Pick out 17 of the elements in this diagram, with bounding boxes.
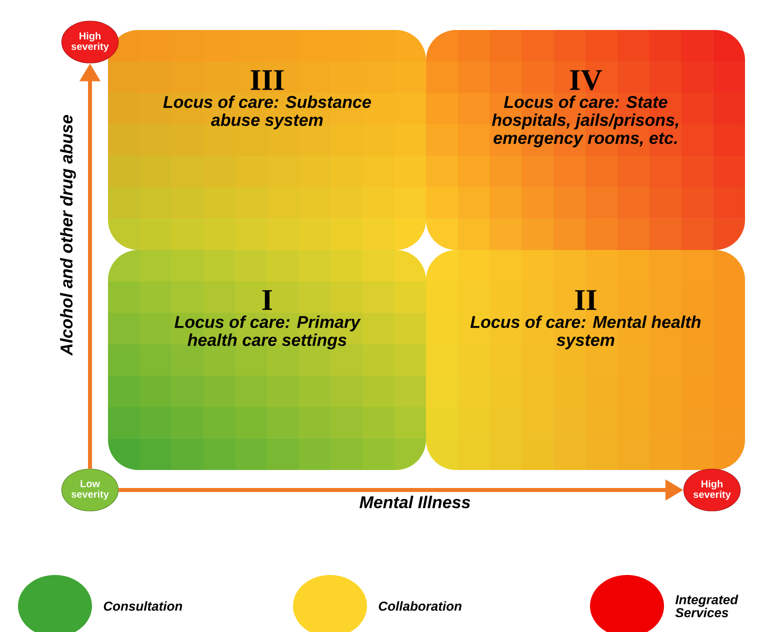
quadrant-box: II Locus of care: Mental health system [426,250,745,470]
quadrant-box: IV Locus of care: State hospitals, jails/prisons, emergency rooms, etc. [426,30,745,250]
legend-label: Integrated Services [675,594,738,618]
quadrant-box: I Locus of care: Primary health care settings [108,250,426,470]
edge-label: Mental Illness [360,496,470,508]
quadrant-box: III Locus of care: Substance abuse system [108,30,426,250]
legend-label: Collaboration [378,601,462,611]
node-label: I [262,290,272,310]
legend-label: Consultation [104,601,182,611]
node-label: III [250,70,284,90]
node-label: Locus of care: Primary health care settings [174,316,361,350]
node-label: Locus of care: State hospitals, jails/prisons, emergency rooms, etc. [492,96,678,148]
node-label: II [575,290,596,310]
node-label: Locus of care: Substance abuse system [163,96,371,130]
edge-label: Alcohol and other drug abuse [60,115,76,356]
node-label: Locus of care: Mental health system [470,316,701,350]
node-label: IV [570,70,602,90]
